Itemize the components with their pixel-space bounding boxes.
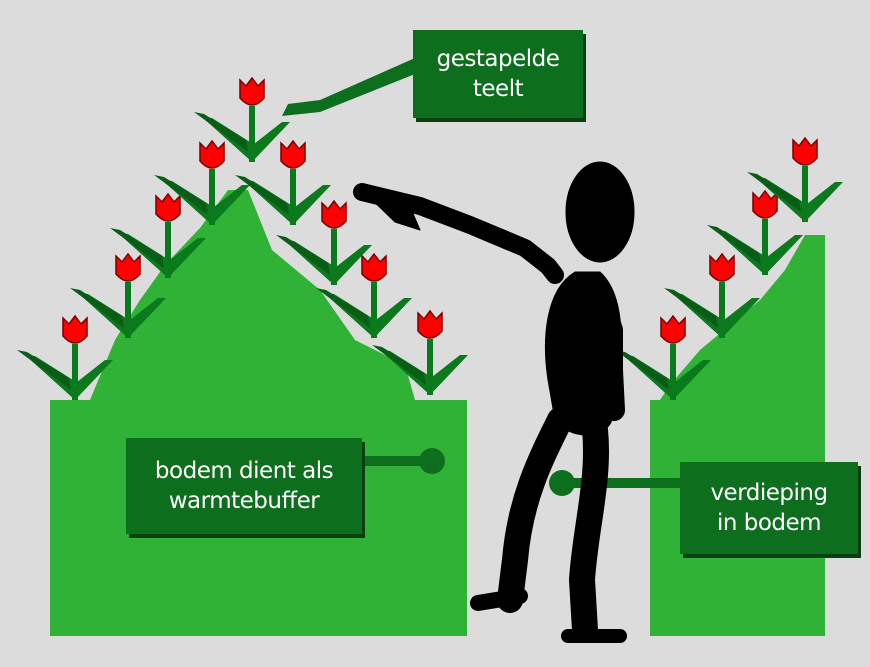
label-top-line1: gestapelde	[436, 46, 560, 72]
tulip	[372, 309, 468, 395]
label-right-line2: in bodem	[716, 510, 822, 536]
person-figure	[353, 161, 635, 643]
tulip	[194, 76, 290, 162]
left-soil-mound	[50, 190, 467, 636]
connector-top	[282, 58, 420, 116]
connector-right	[549, 470, 683, 496]
tulip	[276, 199, 372, 285]
label-right-line1: verdieping	[710, 480, 828, 506]
label-top-line2: teelt	[472, 76, 524, 102]
label-stacked-cultivation: gestapelde teelt	[413, 30, 583, 118]
label-left-line2: warmtebuffer	[168, 488, 320, 514]
tulip	[154, 139, 250, 225]
tulip	[316, 252, 412, 338]
tulip	[70, 252, 166, 338]
tulip	[235, 139, 331, 225]
tulip	[17, 314, 113, 400]
tulip	[664, 252, 760, 338]
connector-left	[360, 448, 445, 474]
tulip	[707, 189, 803, 275]
label-left-line1: bodem dient als	[154, 458, 334, 484]
label-soil-depression: verdieping in bodem	[680, 462, 858, 554]
tulips	[17, 76, 843, 400]
tulip	[615, 314, 711, 400]
tulip	[747, 136, 843, 222]
tulip	[110, 192, 206, 278]
label-soil-heat-buffer: bodem dient als warmtebuffer	[126, 438, 362, 534]
